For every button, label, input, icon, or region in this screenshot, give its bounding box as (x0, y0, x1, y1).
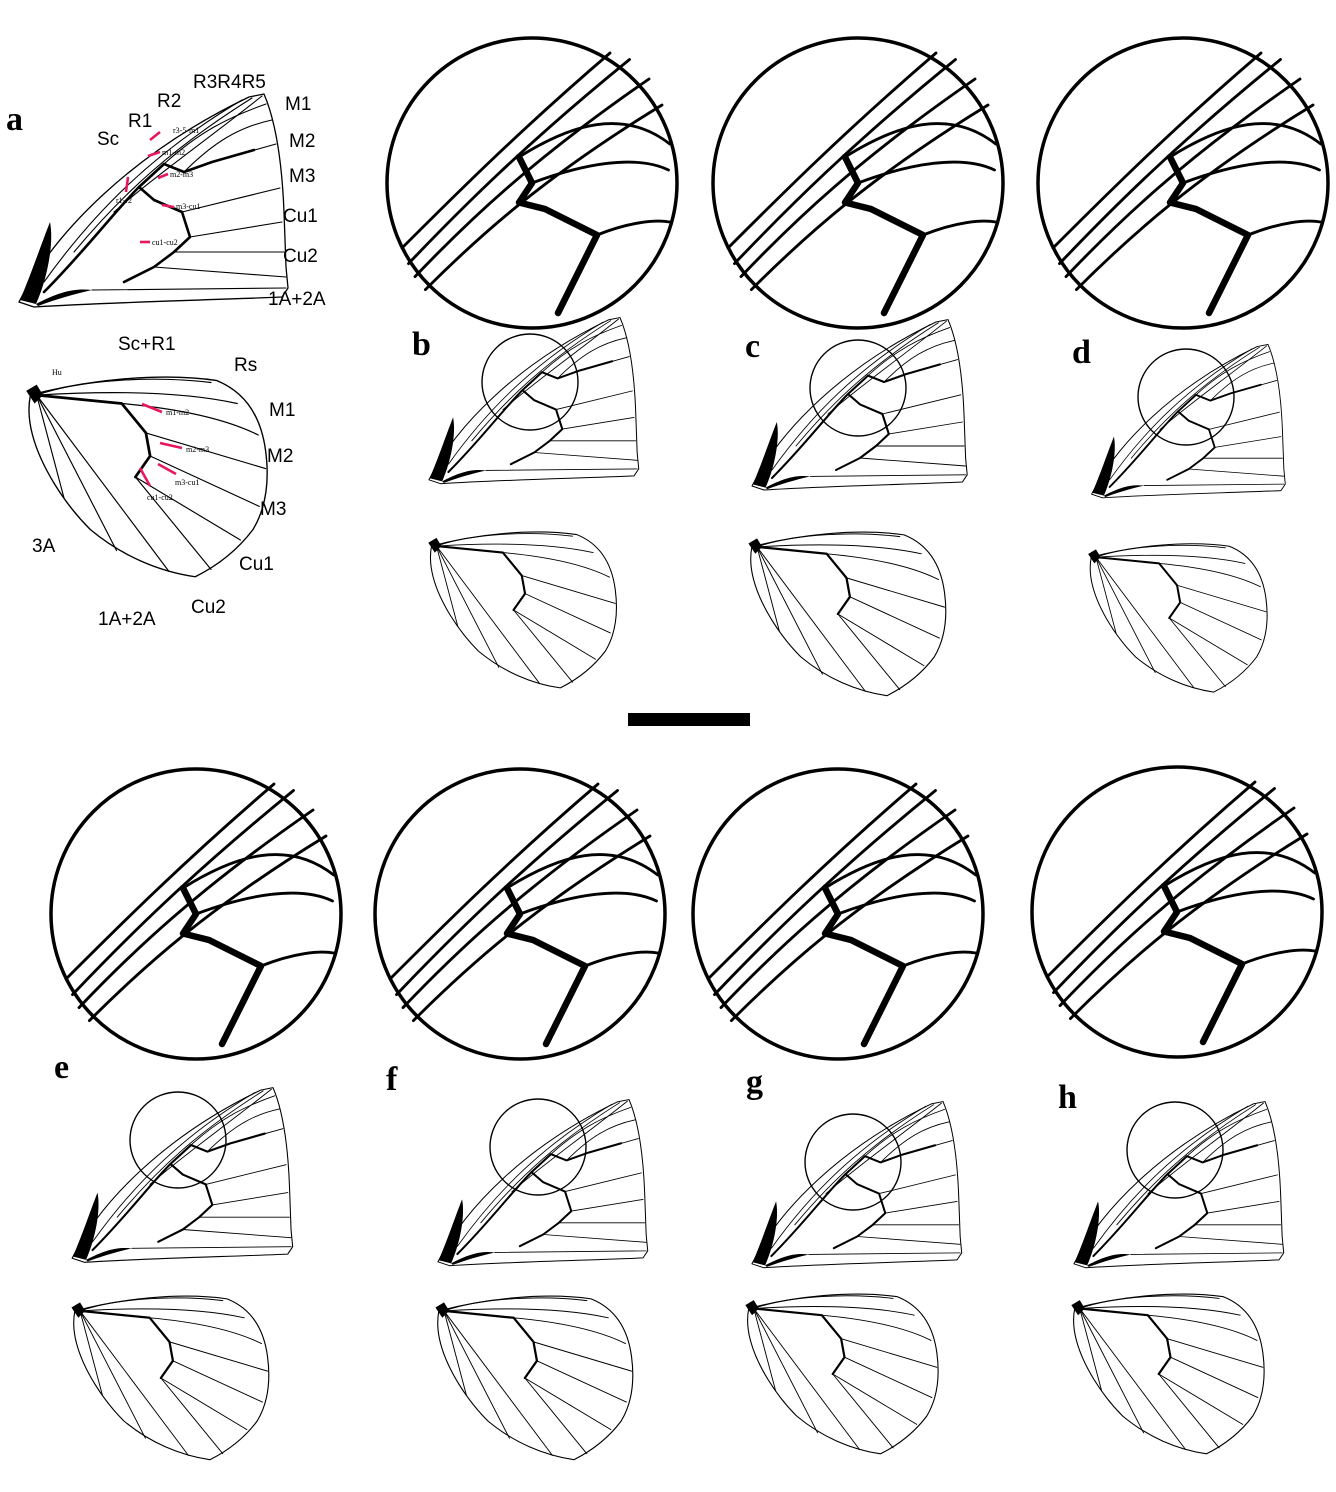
panel-h-hindwing (1071, 1294, 1264, 1454)
panel-f-zoom-circle (375, 769, 665, 1059)
panel-g-forewing (752, 1102, 962, 1268)
panel-label-a: a (6, 101, 23, 138)
crossvein-fw-m1-m2: m1-m2 (162, 148, 185, 157)
panel-label-e: e (54, 1049, 69, 1086)
label-r3r4r5: R3R4R5 (193, 72, 266, 93)
crossvein-fw-m3-cu1: m3-cu1 (176, 202, 200, 211)
panel-g-zoom-circle (693, 769, 983, 1059)
label-3a: 3A (32, 536, 56, 557)
panel-f (375, 769, 665, 1460)
panel-h-zoom-circle (1032, 767, 1322, 1057)
label-hw-cu1: Cu1 (239, 554, 274, 575)
crossvein-hw-m3-cu1: m3-cu1 (175, 478, 199, 487)
panel-c-zoom-circle (713, 38, 1003, 328)
crossvein-r1-r2: r1-r2 (116, 196, 132, 205)
panel-label-f: f (386, 1061, 398, 1098)
panel-e-zoom-circle (51, 769, 341, 1059)
label-m3: M3 (289, 166, 315, 187)
panel-d-zoom-circle (1038, 38, 1328, 328)
label-cu1: Cu1 (283, 206, 318, 227)
label-1a2a: 1A+2A (268, 289, 326, 310)
panel-f-hindwing (435, 1296, 632, 1460)
panel-label-b: b (412, 326, 431, 363)
panel-f-forewing (438, 1100, 648, 1266)
panel-g-hindwing (745, 1294, 938, 1454)
crossvein-fw-cu1-cu2: cu1-cu2 (152, 238, 178, 247)
crossvein-hw-m1-m2: m1-m2 (166, 408, 189, 417)
label-sc-r1: Sc+R1 (118, 334, 176, 355)
panel-h-forewing (1074, 1102, 1284, 1268)
panel-label-h: h (1058, 1079, 1077, 1116)
panel-c-forewing (752, 320, 967, 490)
panel-label-g: g (746, 1064, 763, 1101)
panel-label-c: c (745, 328, 760, 365)
panel-c (713, 38, 1003, 696)
panel-g (693, 769, 983, 1454)
label-rs: Rs (234, 355, 257, 376)
panel-b-hindwing (428, 532, 616, 688)
label-hw-1a2a: 1A+2A (98, 609, 156, 630)
scale-bar (628, 713, 750, 726)
label-r1: R1 (128, 111, 152, 132)
label-m1: M1 (285, 94, 311, 115)
crossvein-hw-cu1-cu2: cu1-cu2 (147, 493, 173, 502)
panel-d-forewing (1092, 344, 1286, 497)
label-sc: Sc (97, 129, 119, 150)
panel-c-hindwing (748, 532, 945, 696)
label-cu2: Cu2 (283, 246, 318, 267)
label-hw-cu2: Cu2 (191, 597, 226, 618)
label-hw-m2: M2 (267, 446, 293, 467)
panel-b-forewing (429, 318, 639, 484)
panel-d-hindwing (1088, 544, 1267, 692)
crossvein-hw-m2-m3: m2-m3 (186, 445, 209, 454)
label-hu: Hu (52, 368, 62, 377)
panel-b-zoom-circle (387, 38, 677, 328)
label-r2: R2 (157, 91, 181, 112)
label-m2: M2 (289, 131, 315, 152)
panel-e (51, 769, 341, 1460)
panel-label-d: d (1072, 334, 1091, 371)
label-hw-m3: M3 (260, 499, 286, 520)
label-hw-m1: M1 (269, 400, 295, 421)
panel-e-hindwing (71, 1296, 268, 1460)
panel-a-forewing (19, 94, 288, 307)
panel-e-forewing (72, 1088, 293, 1263)
crossvein-fw-m2-m3: m2-m3 (170, 170, 193, 179)
crossvein-r3-5-m1: r3-5-m1 (173, 126, 199, 135)
